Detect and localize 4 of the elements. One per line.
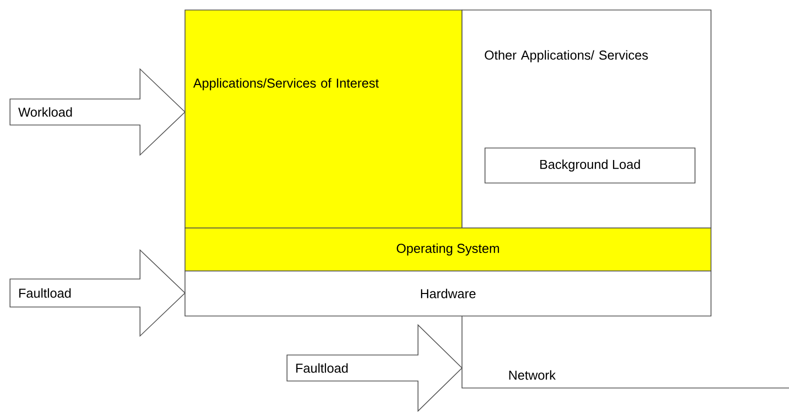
- network-label: Network: [509, 370, 556, 380]
- process-box: Background Load: [484, 148, 696, 184]
- layer-bar: Hardware: [184, 270, 712, 316]
- layer-bar: Operating System: [184, 228, 712, 272]
